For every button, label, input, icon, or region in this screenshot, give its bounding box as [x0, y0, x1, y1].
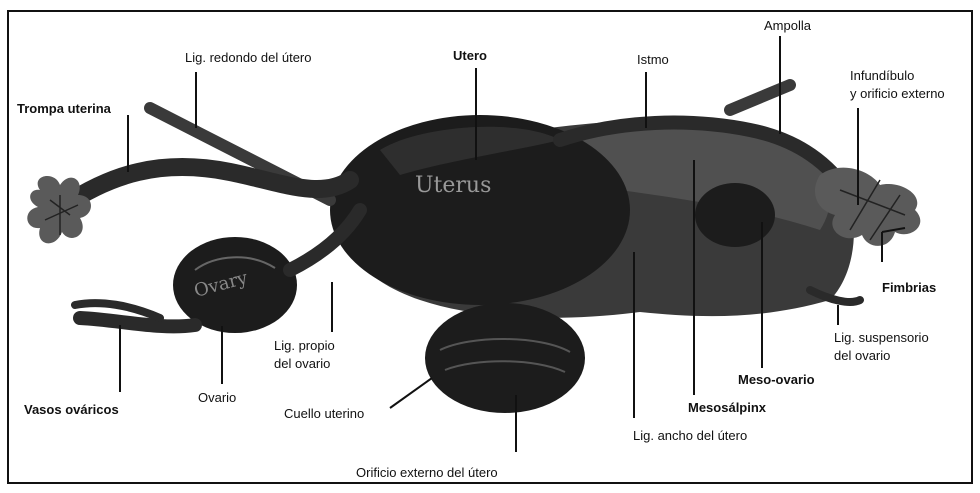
label-ampolla: Ampolla	[764, 18, 812, 33]
cervix-shape	[425, 303, 585, 413]
label-lig-propio-1: Lig. propio	[274, 338, 335, 353]
label-meso-ovario: Meso-ovario	[738, 372, 815, 387]
label-mesosalpinx: Mesosálpinx	[688, 400, 767, 415]
label-ovario: Ovario	[198, 390, 236, 405]
label-lig-propio-2: del ovario	[274, 356, 330, 371]
label-infundibulo-2: y orificio externo	[850, 86, 945, 101]
label-lig-redondo: Lig. redondo del útero	[185, 50, 311, 65]
label-lig-ancho: Lig. ancho del útero	[633, 428, 747, 443]
label-utero: Utero	[453, 48, 487, 63]
label-cuello-uterino: Cuello uterino	[284, 406, 364, 421]
label-orificio-externo: Orificio externo del útero	[356, 465, 498, 480]
label-lig-suspensorio-1: Lig. suspensorio	[834, 330, 929, 345]
label-fimbrias: Fimbrias	[882, 280, 936, 295]
label-lig-suspensorio-2: del ovario	[834, 348, 890, 363]
organ-text-uterus: Uterus	[415, 173, 491, 198]
label-istmo: Istmo	[637, 52, 669, 67]
label-vasos-ovaricos: Vasos ováricos	[24, 402, 119, 417]
label-trompa-uterina: Trompa uterina	[17, 101, 112, 116]
label-infundibulo-1: Infundíbulo	[850, 68, 914, 83]
